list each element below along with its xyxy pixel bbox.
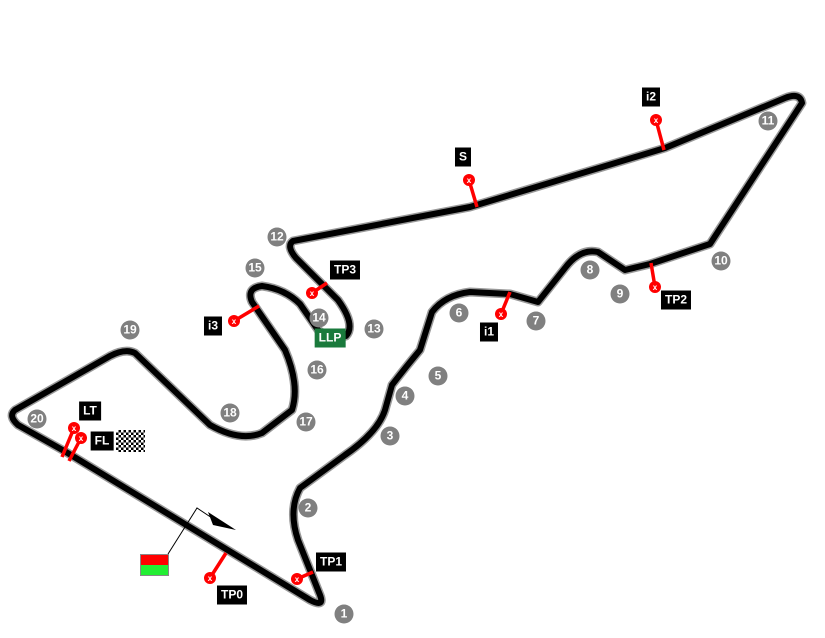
turn-18: 18 xyxy=(220,403,240,423)
marker-i2[interactable]: i2 xyxy=(641,87,661,107)
marker-tp1[interactable]: TP1 xyxy=(315,552,347,572)
marker-tp0[interactable]: TP0 xyxy=(216,585,248,605)
pit-flag-icon xyxy=(140,554,169,576)
svg-text:x: x xyxy=(654,116,659,125)
turn-6: 6 xyxy=(449,303,469,323)
svg-text:x: x xyxy=(79,434,84,443)
turn-11: 11 xyxy=(758,111,778,131)
turn-13: 13 xyxy=(364,319,384,339)
svg-text:x: x xyxy=(72,424,77,433)
marker-tp3[interactable]: TP3 xyxy=(329,260,361,280)
marker-s[interactable]: S xyxy=(454,147,472,167)
direction-arrow xyxy=(167,507,216,555)
svg-text:x: x xyxy=(499,310,504,319)
marker-llp[interactable]: LLP xyxy=(314,328,346,348)
turn-1: 1 xyxy=(334,604,354,624)
turn-19: 19 xyxy=(120,320,140,340)
turn-3: 3 xyxy=(380,426,400,446)
turn-5: 5 xyxy=(428,366,448,386)
track xyxy=(9,92,805,607)
marker-dots xyxy=(68,114,662,585)
turn-10: 10 xyxy=(711,251,731,271)
turn-12: 12 xyxy=(267,227,287,247)
svg-text:x: x xyxy=(653,283,658,292)
svg-text:x: x xyxy=(295,575,300,584)
marker-fl[interactable]: FL xyxy=(90,431,114,451)
svg-text:x: x xyxy=(208,574,213,583)
checkered-flag-icon xyxy=(116,430,145,452)
turn-20: 20 xyxy=(27,409,47,429)
svg-text:x: x xyxy=(310,289,315,298)
marker-i3[interactable]: i3 xyxy=(203,316,223,336)
svg-text:x: x xyxy=(467,176,472,185)
marker-i1[interactable]: i1 xyxy=(479,322,499,342)
sector-lines xyxy=(60,119,666,581)
turn-7: 7 xyxy=(526,311,546,331)
turn-9: 9 xyxy=(610,284,630,304)
turn-17: 17 xyxy=(296,412,316,432)
marker-lt[interactable]: LT xyxy=(79,401,101,421)
turn-8: 8 xyxy=(580,260,600,280)
marker-tp2[interactable]: TP2 xyxy=(660,290,692,310)
turn-4: 4 xyxy=(395,386,415,406)
svg-text:x: x xyxy=(232,317,237,326)
turn-2: 2 xyxy=(298,498,318,518)
turn-16: 16 xyxy=(307,360,327,380)
arrow-head-icon xyxy=(208,512,236,530)
turn-14: 14 xyxy=(309,308,329,328)
turn-15: 15 xyxy=(245,258,265,278)
